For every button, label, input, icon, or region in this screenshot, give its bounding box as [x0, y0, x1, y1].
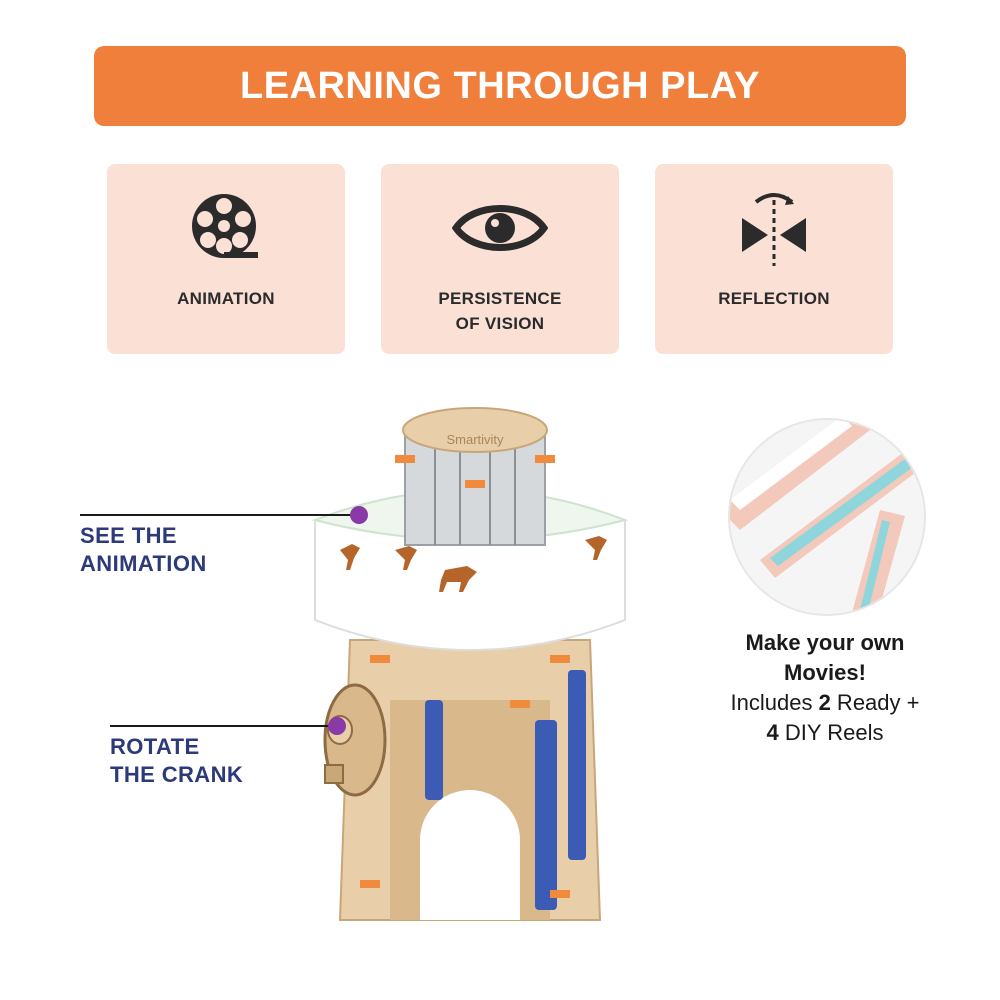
eye-icon [381, 190, 619, 266]
includes-line: Includes 2 Ready + [700, 688, 950, 718]
callout-rotate-the-crank: ROTATE THE CRANK [110, 734, 244, 787]
banner-title: LEARNING THROUGH PLAY [239, 64, 760, 107]
callout-see-the-animation: SEE THE ANIMATION [80, 523, 207, 576]
brand-engraving: Smartivity [446, 432, 504, 447]
diy-line: 4 DIY Reels [700, 718, 950, 748]
title-banner: LEARNING THROUGH PLAY [94, 46, 906, 126]
feature-label: REFLECTION [718, 289, 830, 308]
ready-count: 2 [818, 690, 831, 715]
diy-count: 4 [766, 720, 779, 745]
film-reel-icon [107, 190, 345, 266]
feature-card-persistence-of-vision: PERSISTENCE OF VISION [381, 164, 619, 354]
make-your-own-movies-text: Make your own Movies! Includes 2 Ready +… [700, 628, 950, 748]
crank-marker-dot [328, 717, 346, 735]
mirror-reflection-icon [655, 190, 893, 266]
side-heading-line1: Make your own [745, 630, 905, 655]
includes-prefix: Includes [730, 690, 819, 715]
reel-closeup-image [728, 418, 926, 616]
crank-leader-line [110, 725, 335, 727]
feature-label: ANIMATION [177, 289, 275, 308]
zoetrope-product-image: Smartivity [300, 400, 640, 980]
animation-leader-line [80, 514, 358, 516]
diy-text: DIY Reels [778, 720, 884, 745]
animation-marker-dot [350, 506, 368, 524]
feature-card-reflection: REFLECTION [655, 164, 893, 354]
ready-text: Ready + [830, 690, 920, 715]
feature-label: PERSISTENCE OF VISION [438, 289, 562, 333]
side-heading-line2: Movies! [784, 660, 866, 685]
feature-card-animation: ANIMATION [107, 164, 345, 354]
